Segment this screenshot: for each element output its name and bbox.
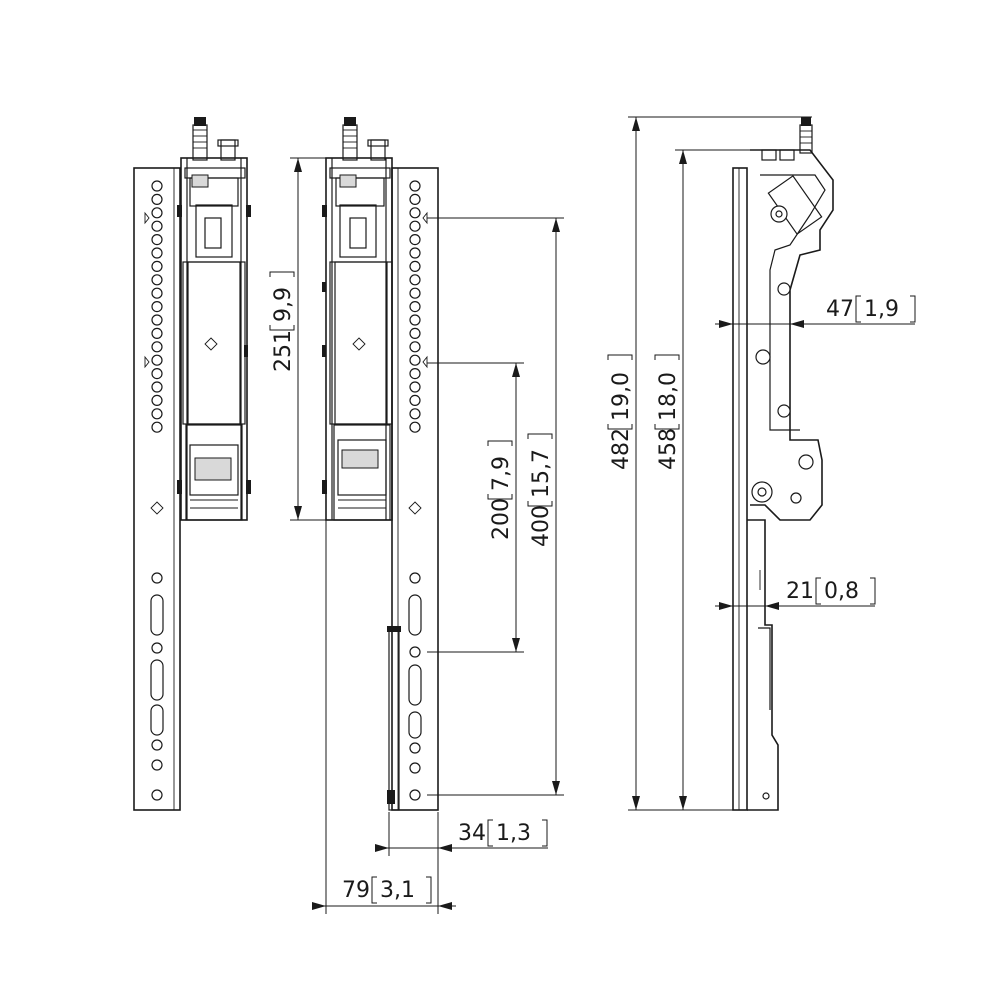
left-front-view: [133, 117, 251, 811]
svg-text:1,3: 1,3: [496, 821, 531, 846]
rail-hole: [151, 381, 163, 393]
rail-hole: [151, 408, 163, 420]
rail-hole: [151, 354, 163, 366]
rail-hole: [409, 220, 421, 232]
rail-hole: [409, 408, 421, 420]
svg-text:47: 47: [826, 297, 854, 322]
rail-hole: [409, 274, 421, 286]
dim-label-21: 21 0,8: [786, 577, 876, 605]
dim-label-79: 79 3,1: [342, 876, 432, 904]
rail-hole: [409, 421, 421, 433]
rail-hole: [409, 368, 421, 380]
svg-text:7,9: 7,9: [489, 456, 514, 491]
middle-rail-holes: [409, 180, 421, 433]
svg-text:79: 79: [342, 878, 370, 903]
rail-hole: [409, 327, 421, 339]
dim-label-458: 458 18,0: [654, 354, 681, 470]
rail-hole: [409, 314, 421, 326]
svg-text:0,8: 0,8: [824, 579, 859, 604]
rail-hole: [151, 274, 163, 286]
rail-hole: [151, 260, 163, 272]
rail-hole: [409, 341, 421, 353]
rail-hole: [151, 193, 163, 205]
dimension-lines: [290, 116, 915, 914]
rail-hole: [151, 234, 163, 246]
rail-hole: [409, 247, 421, 259]
dim-label-34: 34 1,3: [458, 819, 548, 847]
svg-text:458: 458: [656, 428, 681, 470]
svg-text:19,0: 19,0: [609, 372, 634, 421]
dim-label-251: 251 9,9: [269, 271, 296, 372]
dim-label-400: 400 15,7: [527, 433, 554, 547]
rail-hole: [151, 327, 163, 339]
rail-hole: [151, 341, 163, 353]
svg-text:251: 251: [271, 330, 296, 372]
rail-hole: [409, 287, 421, 299]
svg-text:1,9: 1,9: [864, 297, 899, 322]
right-side-view: [732, 117, 834, 811]
rail-hole: [409, 394, 421, 406]
rail-hole: [409, 193, 421, 205]
middle-front-view: [322, 117, 439, 811]
svg-text:200: 200: [489, 498, 514, 540]
rail-hole: [151, 301, 163, 313]
dim-label-482: 482 19,0: [607, 354, 634, 470]
svg-text:15,7: 15,7: [529, 449, 554, 498]
rail-hole: [151, 421, 163, 433]
rail-hole: [409, 381, 421, 393]
svg-text:482: 482: [609, 428, 634, 470]
rail-hole: [409, 180, 421, 192]
rail-hole: [409, 260, 421, 272]
rail-hole: [409, 301, 421, 313]
svg-text:9,9: 9,9: [271, 287, 296, 322]
left-rail-holes: [151, 180, 163, 433]
svg-text:18,0: 18,0: [656, 372, 681, 421]
rail-hole: [151, 180, 163, 192]
rail-hole: [151, 394, 163, 406]
svg-text:21: 21: [786, 579, 814, 604]
dim-label-47: 47 1,9: [826, 295, 916, 323]
svg-text:3,1: 3,1: [380, 878, 415, 903]
rail-hole: [409, 354, 421, 366]
rail-hole: [151, 247, 163, 259]
svg-text:400: 400: [529, 505, 554, 547]
dim-label-200: 200 7,9: [487, 440, 514, 540]
svg-text:34: 34: [458, 821, 486, 846]
rail-hole: [151, 287, 163, 299]
rail-hole: [409, 234, 421, 246]
rail-hole: [151, 368, 163, 380]
rail-hole: [151, 220, 163, 232]
rail-hole: [151, 207, 163, 219]
rail-hole: [409, 207, 421, 219]
rail-hole: [151, 314, 163, 326]
